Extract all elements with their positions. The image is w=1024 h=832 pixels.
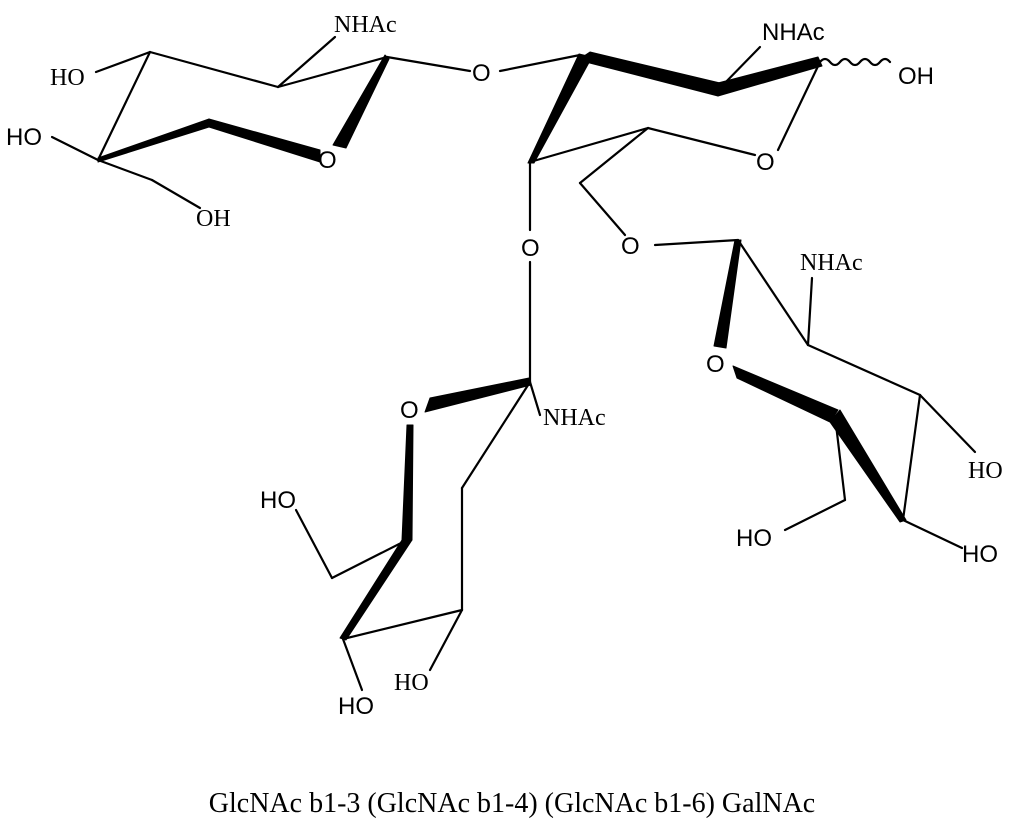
ring-top-left-glcnac xyxy=(50,35,472,210)
ring-right-glcnac xyxy=(653,238,977,550)
label-oh-ring-a-6: OH xyxy=(196,206,231,232)
atom-labels: NHAc HO HO OH O O NHAc OH O O O O NHAc H… xyxy=(6,12,1003,720)
label-ho-ring-c-4: HO xyxy=(338,693,374,720)
label-o-glycosidic-1-4: O xyxy=(472,60,491,87)
label-ho-ring-a-3: HO xyxy=(50,65,85,91)
label-o-ring-c: O xyxy=(400,397,419,424)
label-ho-ring-a-4: HO xyxy=(6,124,42,151)
label-o-glycosidic-1-6: O xyxy=(621,233,640,260)
ring-central-galnac xyxy=(498,45,892,237)
label-ho-ring-d-6: HO xyxy=(736,525,772,552)
label-nhac-ring-c: NHAc xyxy=(543,405,606,431)
label-ho-ring-c-3: HO xyxy=(394,670,429,696)
label-o-ring-b: O xyxy=(756,149,775,176)
label-o-glycosidic-1-3: O xyxy=(521,235,540,262)
label-nhac-ring-b: NHAc xyxy=(762,19,825,46)
structure-caption: GlcNAc b1-3 (GlcNAc b1-4) (GlcNAc b1-6) … xyxy=(209,788,815,819)
label-o-ring-d: O xyxy=(706,351,725,378)
label-nhac-ring-d: NHAc xyxy=(800,250,863,276)
label-o-ring-a: O xyxy=(318,147,337,174)
label-nhac-ring-a: NHAc xyxy=(334,12,397,38)
label-oh-anomeric: OH xyxy=(898,63,934,90)
ring-bottom-left-glcnac xyxy=(294,260,542,692)
label-ho-ring-d-3: HO xyxy=(968,458,1003,484)
label-ho-ring-d-4: HO xyxy=(962,541,998,568)
label-ho-ring-c-6: HO xyxy=(260,487,296,514)
